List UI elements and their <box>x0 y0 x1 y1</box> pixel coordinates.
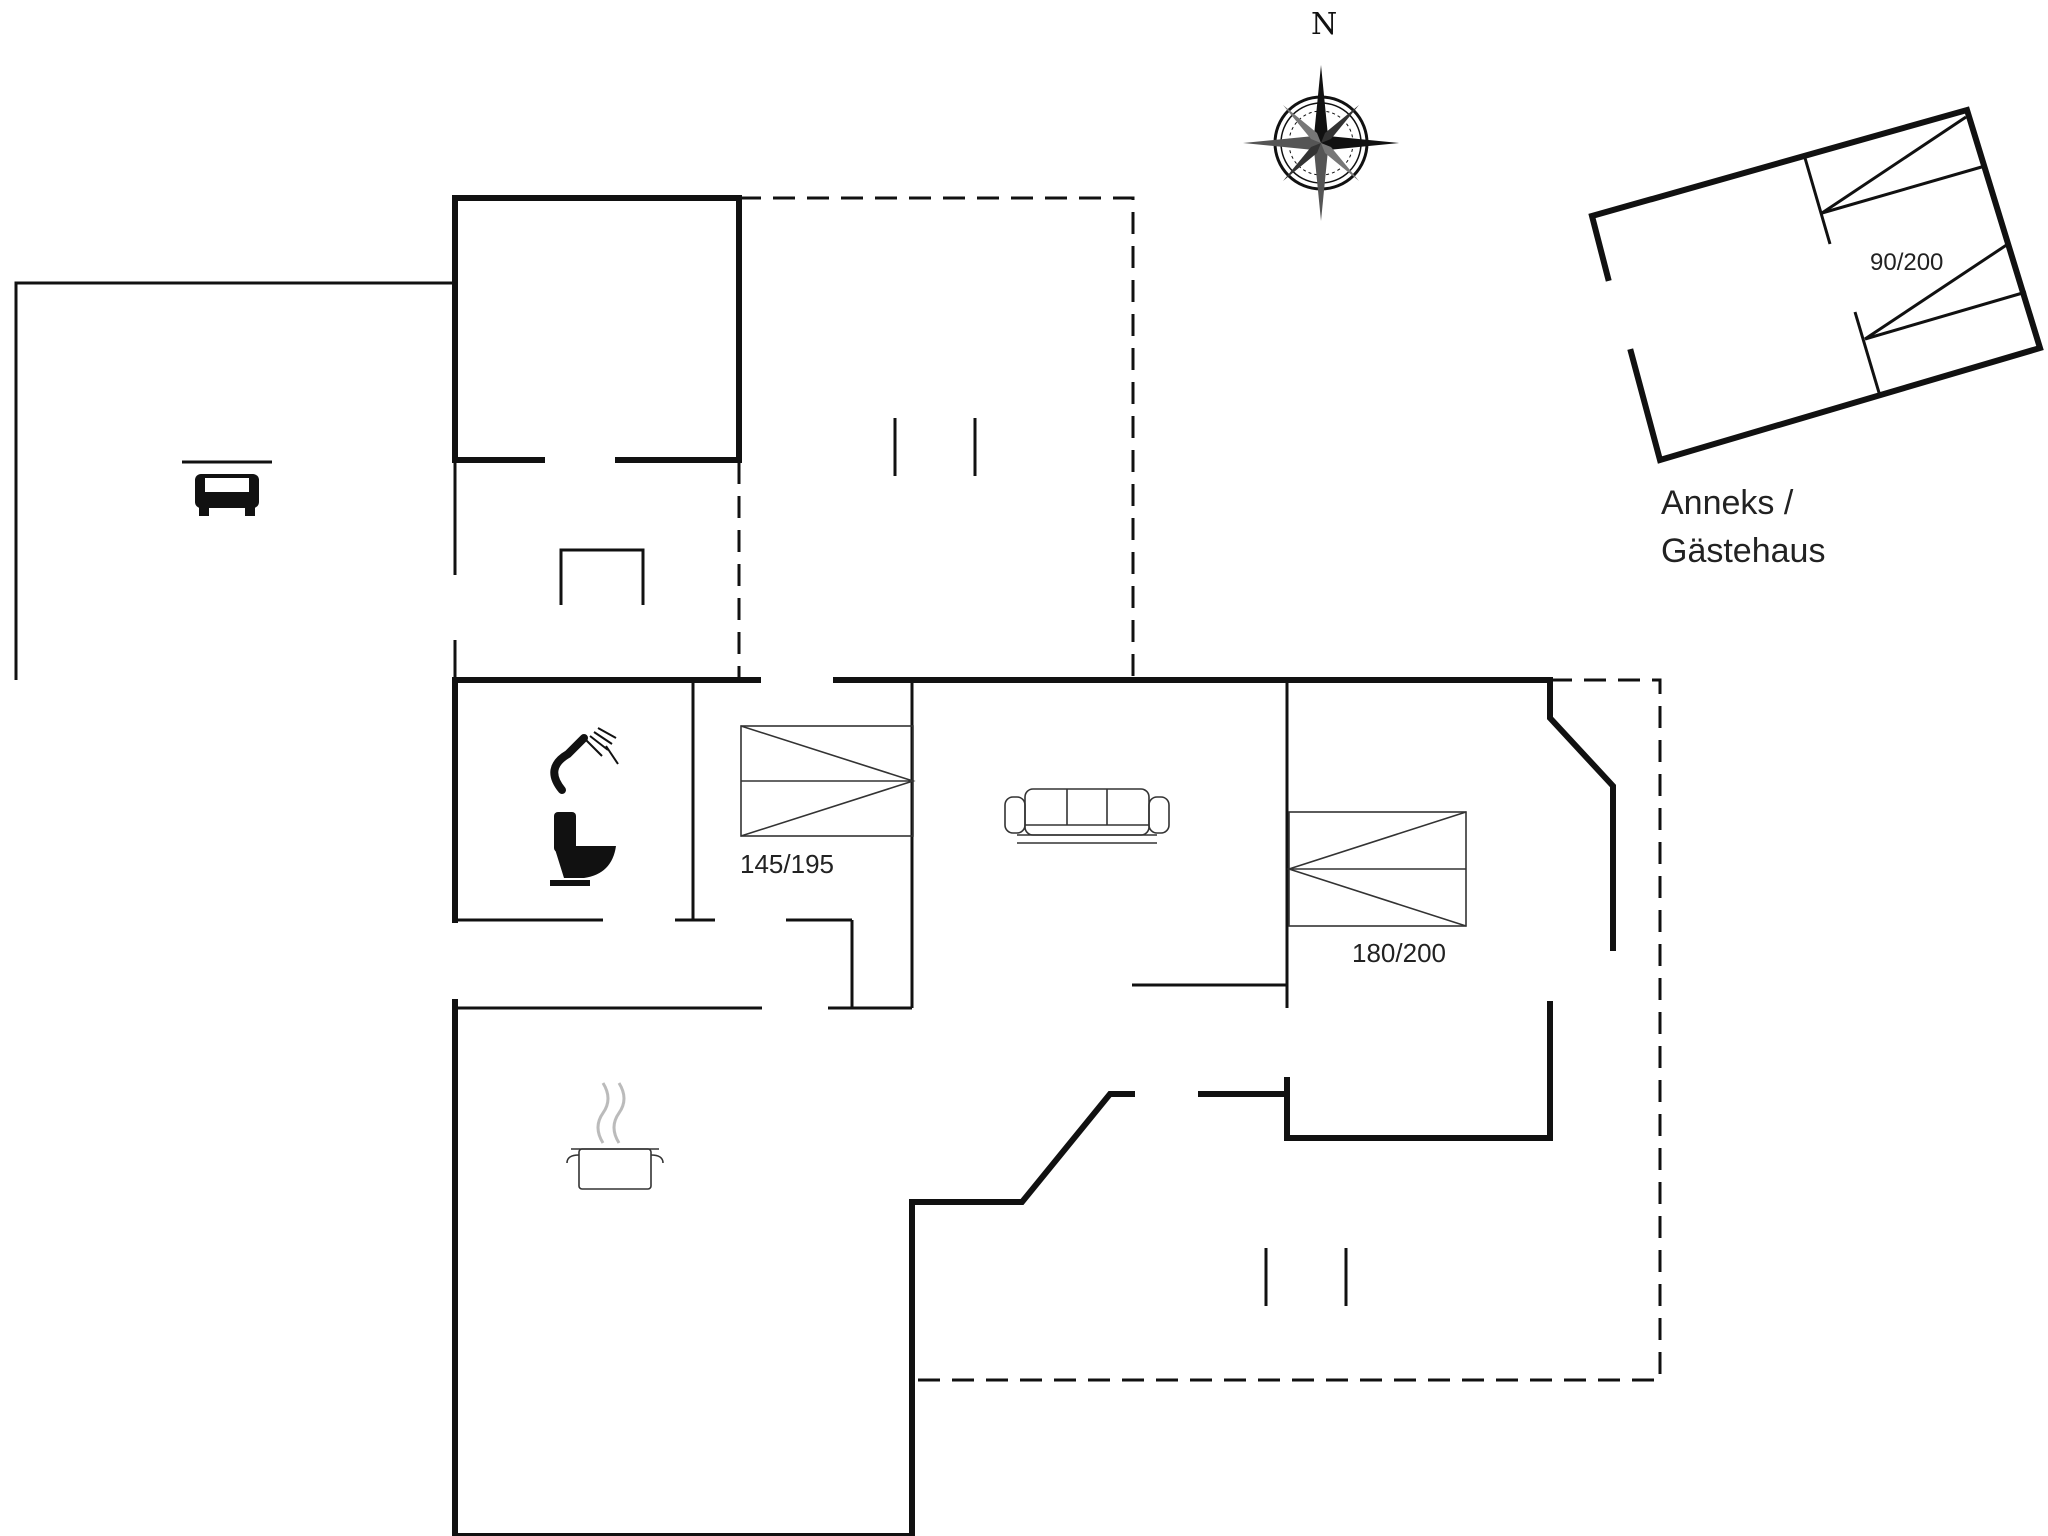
north-label: N <box>1311 7 1337 42</box>
terrace-top <box>739 196 1135 678</box>
kitchen-walls <box>452 999 1135 1536</box>
compass-rose-icon <box>1243 65 1399 221</box>
bedroom-2-walls <box>1132 677 1616 1141</box>
carport-outline <box>14 281 455 680</box>
bed-1 <box>740 725 916 837</box>
bed-1-size-label: 145/195 <box>740 849 834 879</box>
car-icon <box>182 460 272 516</box>
storage-room-walls <box>452 195 742 463</box>
shower-icon <box>550 727 619 794</box>
annex-bed-size-label: 90/200 <box>1870 249 1943 276</box>
annex-building <box>1588 106 2044 464</box>
sofa-icon <box>1004 788 1170 844</box>
bed-2 <box>1286 811 1467 927</box>
terrace-right <box>912 678 1662 1382</box>
bedroom-1-walls <box>693 680 914 1010</box>
entry-area-walls <box>453 462 741 678</box>
bathroom-walls <box>452 677 715 923</box>
annex-beds <box>1821 115 2027 341</box>
toilet-icon <box>550 812 616 886</box>
annex-label-line1: Anneks / <box>1661 484 1794 522</box>
bed-2-size-label: 180/200 <box>1352 938 1446 968</box>
annex-label-line2: Gästehaus <box>1661 532 1825 570</box>
cooking-pot-icon <box>566 1082 664 1190</box>
